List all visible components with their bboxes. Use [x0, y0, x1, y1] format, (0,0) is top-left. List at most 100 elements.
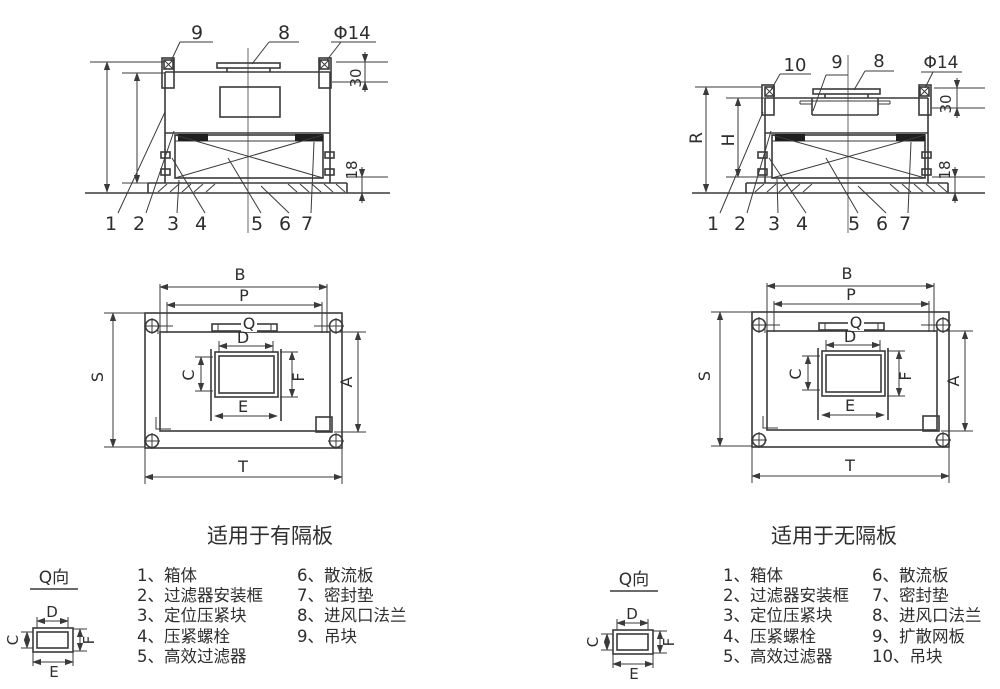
callout-5: 5: [251, 213, 263, 235]
hatch-left: [754, 183, 813, 193]
seal-gasket-right: [295, 134, 323, 141]
legend-item: 8、进风口法兰: [297, 606, 407, 625]
callout-3: 3: [167, 213, 179, 235]
callout-5: 5: [848, 213, 860, 235]
plan-view: Q B P D C F E A S: [88, 265, 366, 484]
hatch-right: [287, 183, 346, 193]
clamp-block-left-lower: [757, 168, 768, 176]
leader-phi14: [921, 71, 962, 89]
legend-item: 6、散流板: [297, 566, 374, 585]
seal-gasket-left: [178, 134, 208, 141]
legend-item: 7、密封垫: [297, 586, 374, 605]
legend-item: 3、定位压紧块: [137, 606, 247, 625]
leader-8: [853, 70, 894, 91]
seal-gasket-left: [775, 134, 805, 141]
dim-C-label: C: [786, 368, 805, 379]
dim-E-label: E: [238, 397, 248, 416]
hanger-bolt-right: [919, 86, 930, 97]
dim-30-label: 30: [937, 94, 955, 113]
filter-cross: [174, 134, 324, 179]
callout-3: 3: [768, 213, 780, 235]
box-walls: [164, 72, 331, 183]
legend-item: 2、过滤器安装框: [723, 586, 849, 605]
legend-item: 6、散流板: [872, 566, 949, 585]
corner-brackets: [762, 324, 938, 429]
legend-item: 1、箱体: [137, 566, 197, 585]
legend-item: 1、箱体: [723, 566, 783, 585]
dim-C-label: C: [179, 369, 198, 380]
clamp-block-left-lower: [160, 168, 171, 176]
dim-E-label: E: [845, 396, 855, 415]
q-direction-view: Q向 D C F E: [4, 568, 98, 681]
dim-F-label: F: [896, 371, 915, 380]
opening-outer: [821, 350, 886, 397]
callout-hole-dia: Φ14: [333, 23, 370, 44]
dim-F-label: F: [660, 638, 678, 647]
callout-4: 4: [195, 213, 207, 235]
q-direction-view: Q向 D C F E: [584, 570, 678, 683]
filter-cross: [771, 134, 926, 179]
callout-4: 4: [796, 213, 808, 235]
legend-without-partition: 1、箱体 2、过滤器安装框 3、定位压紧块 4、压紧螺栓 5、高效过滤器 6、散…: [723, 566, 982, 666]
filter-frame: [771, 134, 926, 179]
callout-7: 7: [301, 213, 313, 235]
bottom-leaders: [719, 111, 912, 214]
dim-E-label: E: [49, 663, 58, 681]
dim-D-label: D: [626, 605, 638, 623]
dim-S-label: S: [695, 371, 714, 381]
dim-A-label: A: [944, 375, 963, 386]
duct-outer: [612, 629, 654, 655]
clamp-block-left-upper: [160, 151, 171, 159]
callout-flange: 8: [873, 51, 884, 72]
dim-B-label: B: [842, 264, 853, 283]
dim-D-label: D: [237, 328, 249, 347]
hatch-right: [889, 183, 948, 193]
dim-18-label: 18: [936, 160, 954, 179]
mesh-plate-tabs: [799, 100, 891, 105]
dim-S-label: S: [88, 372, 107, 382]
hanger-right: [318, 57, 332, 89]
dim-Q-label: Q: [243, 314, 256, 333]
clamp-block-right-lower: [324, 168, 335, 176]
box-window: [219, 86, 281, 118]
diffuser-plate: [745, 182, 949, 193]
callout-7: 7: [899, 213, 911, 235]
inlet-flange: [216, 62, 281, 69]
dim-A-label: A: [337, 376, 356, 387]
section-view-with-partition: 30 18 9 8 Φ14 1 2 3 4 5 6 7: [85, 22, 390, 235]
legend-item: 9、吊块: [297, 627, 357, 646]
corner-brackets: [155, 325, 331, 430]
callout-6: 6: [279, 213, 291, 235]
corner-bolts: [751, 317, 951, 448]
dim-F-label: F: [289, 372, 308, 381]
dim-E-label: E: [629, 665, 638, 683]
outer-shell: [144, 312, 343, 449]
hanger-right: [918, 84, 932, 116]
bottom-leaders: [117, 111, 315, 214]
mount-rails: [817, 348, 889, 420]
callout-1: 1: [707, 213, 719, 235]
callout-1: 1: [105, 213, 117, 235]
clamp-block-right-upper: [921, 151, 932, 159]
duct-outer: [32, 627, 74, 653]
legend-item: 8、进风口法兰: [872, 606, 982, 625]
duct-inner: [36, 631, 69, 649]
dim-D-label: D: [844, 327, 856, 346]
flange-neck: [824, 94, 869, 98]
leader-phi14: [326, 41, 376, 61]
callout-mesh: 9: [831, 52, 842, 73]
opening-inner: [218, 355, 275, 394]
callout-flange: 8: [278, 22, 290, 44]
legend-item: 3、定位压紧块: [723, 606, 833, 625]
clamp-block-left-upper: [757, 151, 768, 159]
legend-item: 4、压紧螺栓: [723, 627, 816, 646]
leader-10: [770, 73, 811, 91]
dim-H-label: H: [719, 134, 739, 147]
hanger-bolt-left: [163, 59, 174, 70]
callout-2: 2: [734, 213, 746, 235]
legend-item: 5、高效过滤器: [723, 647, 833, 666]
dim-F-label: F: [80, 636, 98, 645]
clamp-block-right-upper: [324, 151, 335, 159]
